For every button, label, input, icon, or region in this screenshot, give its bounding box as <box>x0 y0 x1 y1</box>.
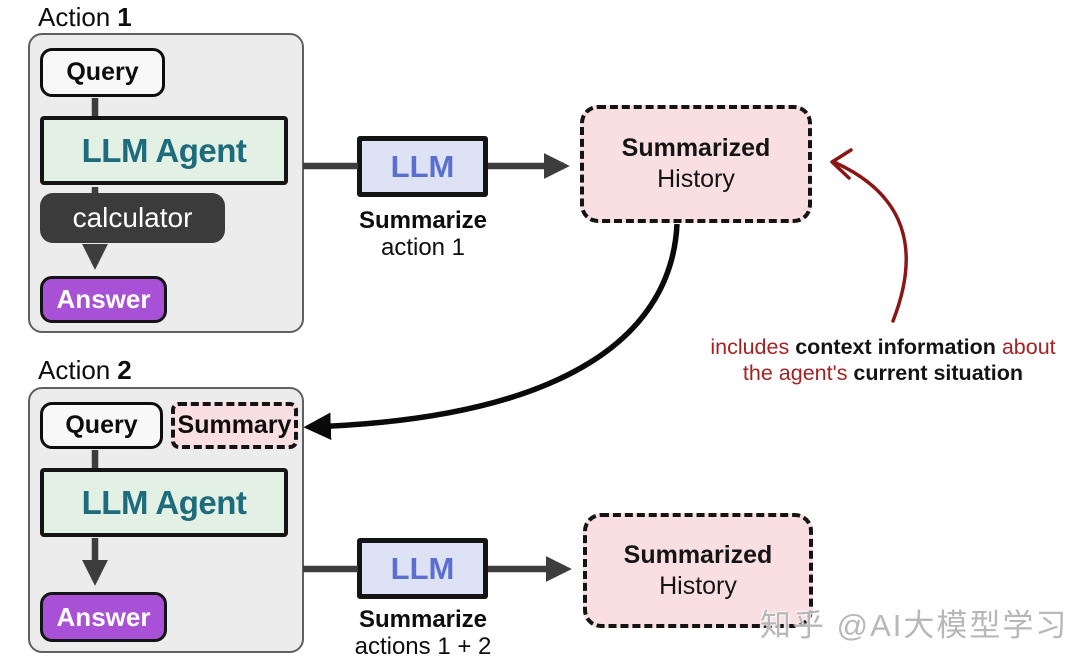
zhihu-watermark: 知乎 @AI大模型学习 <box>760 608 1069 643</box>
annotation-seg3: about the agent's <box>742 335 1056 385</box>
action1-llm-agent-label: LLM Agent <box>81 131 247 169</box>
summarized-history2-node: Summarized History <box>583 513 813 628</box>
annotation-seg4: current situation <box>853 361 1024 385</box>
action1-calculator-label: calculator <box>72 202 193 233</box>
action1-llm-agent-node: LLM Agent <box>40 116 288 185</box>
action2-answer-node: Answer <box>40 592 167 642</box>
action1-answer-node: Answer <box>40 276 167 323</box>
action1-query-node: Query <box>40 48 165 97</box>
action2-llm-agent-label: LLM Agent <box>81 483 247 521</box>
summarized-history1-node: Summarized History <box>580 105 812 223</box>
annotation-red-curve <box>834 161 908 323</box>
action1-label-number: 1 <box>117 2 132 32</box>
summarizer2-caption-line1: Summarize <box>358 606 488 633</box>
summarizer2-caption-line2: actions 1 + 2 <box>354 633 492 660</box>
action2-summary-label: Summary <box>177 411 292 439</box>
annotation-seg2: context information <box>795 335 996 359</box>
action2-label-text: Action <box>38 355 111 385</box>
summarizer2-caption: Summarize actions 1 + 2 <box>328 606 518 660</box>
action1-label-text: Action <box>38 2 111 32</box>
summarizer1-caption-line1: Summarize <box>358 207 488 234</box>
summarized-history1-line1: Summarized <box>621 134 771 162</box>
summarized-history2-line2: History <box>659 571 737 600</box>
action2-query-node: Query <box>40 402 163 449</box>
action2-answer-label: Answer <box>56 601 151 632</box>
action2-llm-agent-node: LLM Agent <box>40 468 288 537</box>
action1-answer-label: Answer <box>56 284 151 314</box>
summarizer1-llm-node: LLM <box>357 136 488 197</box>
summarizer1-caption-line2: action 1 <box>380 234 466 261</box>
summarized-history1-line2: History <box>657 165 735 193</box>
summarizer2-llm-label: LLM <box>390 550 455 586</box>
annotation-red-arrowhead <box>830 148 853 180</box>
action2-query-label: Query <box>65 411 138 439</box>
action2-label-number: 2 <box>117 355 132 385</box>
summarizer2-llm-node: LLM <box>357 538 488 599</box>
summarized-history2-line1: Summarized <box>623 540 773 569</box>
action2-summary-node: Summary <box>171 402 298 449</box>
action1-calculator-node: calculator <box>40 193 225 243</box>
context-annotation: includes context information about the a… <box>702 334 1064 386</box>
annotation-seg1: includes <box>710 335 796 359</box>
action1-query-label: Query <box>66 58 139 86</box>
summarizer1-llm-label: LLM <box>390 148 455 184</box>
summarizer1-caption: Summarize action 1 <box>328 207 518 261</box>
